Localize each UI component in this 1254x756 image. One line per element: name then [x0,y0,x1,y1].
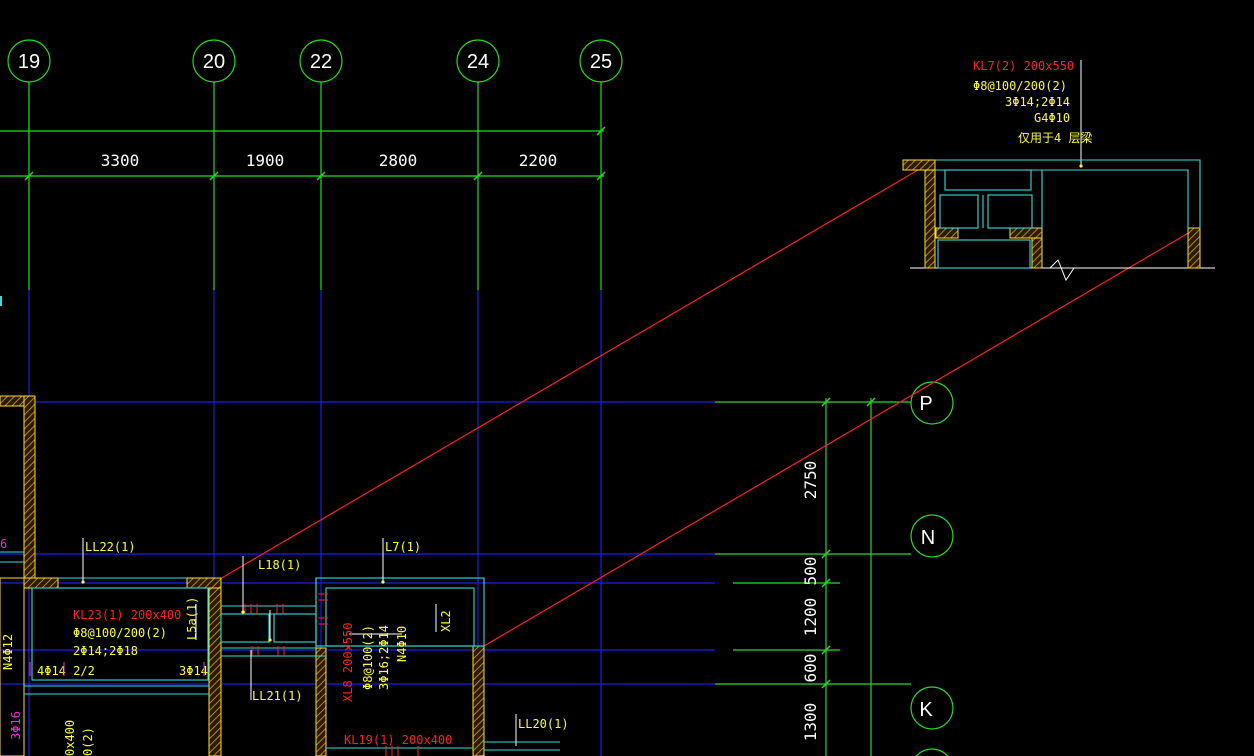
row-axis-labels: P N K [919,393,935,721]
label-l7[interactable]: L7(1) [385,540,421,554]
label-xl8-side: N4Φ10 [395,626,409,662]
section-detail[interactable]: KL7(2) 200x550 Φ8@100/200(2) 3Φ14;2Φ14 G… [902,59,1215,282]
dim-P-N: 2750 [801,461,820,500]
grid-axes [0,290,715,756]
column-dimension-texts: 3300 1900 2800 2200 [101,151,558,170]
axis-label-K: K [919,699,933,721]
dim-2-K: 600 [801,654,820,683]
dimension-ticks-top [24,126,606,181]
plan-leaders [82,538,517,746]
axis-label-25: 25 [590,51,612,73]
dim-N-1: 500 [801,557,820,586]
label-left-edge-6: 6 [0,537,7,551]
axis-bubble-partial[interactable] [911,748,953,756]
label-xl8-stirrup: Φ8@100(2) [361,625,375,690]
magenta-marks [29,662,205,676]
row-dimension-ticks [821,397,876,689]
axis-bubble-K[interactable] [910,686,954,730]
plan-leader-dots [81,164,1083,642]
section-stirrup: Φ8@100/200(2) [973,79,1067,93]
column-axis-bubbles [0,39,623,290]
label-kl23-bars: 2Φ14;2Φ18 [73,644,138,658]
label-bot-left-bars: 4Φ14 2/2 [37,664,95,678]
label-kl23-name[interactable]: KL23(1) 200x400 [73,608,181,622]
label-xl2[interactable]: XL2 [439,610,453,632]
dim-19-20: 3300 [101,151,140,170]
label-left-side-1: N4Φ12 [1,634,15,670]
label-l5a[interactable]: L5a(1) [185,597,199,640]
plan-walls [0,395,485,756]
row-axis-lines [715,381,954,756]
dim-24-25: 2200 [519,151,558,170]
axis-label-20: 20 [203,51,225,73]
dim-22-24: 2800 [379,151,418,170]
label-left-bottom-b: 0(2) [81,727,95,756]
plan-beams [0,551,560,751]
label-left-side-2: 3Φ16 [9,711,23,740]
row-dimension-texts: 2750 500 1200 600 1300 [801,461,820,742]
label-kl19[interactable]: KL19(1) 200x400 [344,733,452,747]
label-bot-right-bars: 3Φ14 [179,664,208,678]
dim-1-2: 1200 [801,598,820,637]
left-edge-marker [0,296,2,306]
label-kl23-stirrup: Φ8@100/200(2) [73,626,167,640]
label-ll20[interactable]: LL20(1) [518,717,569,731]
section-break-symbol [1049,259,1075,282]
label-l18[interactable]: L18(1) [258,558,301,572]
axis-label-N: N [921,527,935,549]
axis-bubble-N[interactable] [910,514,954,558]
section-note: 仅用于4 层梁 [1018,130,1092,145]
axis-label-P: P [919,393,932,415]
section-side-bars: G4Φ10 [1034,111,1070,125]
label-xl8-name[interactable]: XL8 200x550 [341,623,355,702]
axis-label-24: 24 [467,51,489,73]
axis-label-19: 19 [18,51,40,73]
label-ll21[interactable]: LL21(1) [252,689,303,703]
section-main-bars: 3Φ14;2Φ14 [1005,95,1070,109]
plan-red-markers [244,593,419,756]
dim-K-next: 1300 [801,703,820,742]
label-left-bottom-a: 0x400 [63,720,77,756]
label-xl8-bars: 3Φ16;2Φ14 [377,625,391,690]
label-ll22[interactable]: LL22(1) [85,540,136,554]
section-beam-id: KL7(2) 200x550 [973,59,1074,73]
column-axis-labels: 19 20 22 24 25 [18,51,612,73]
axis-label-22: 22 [310,51,332,73]
plan-labels: LL22(1) L18(1) L7(1) KL23(1) 200x400 Φ8@… [0,537,569,756]
section-leader-lines [207,169,1198,647]
axis-bubble-P[interactable] [910,381,954,425]
dim-20-22: 1900 [246,151,285,170]
